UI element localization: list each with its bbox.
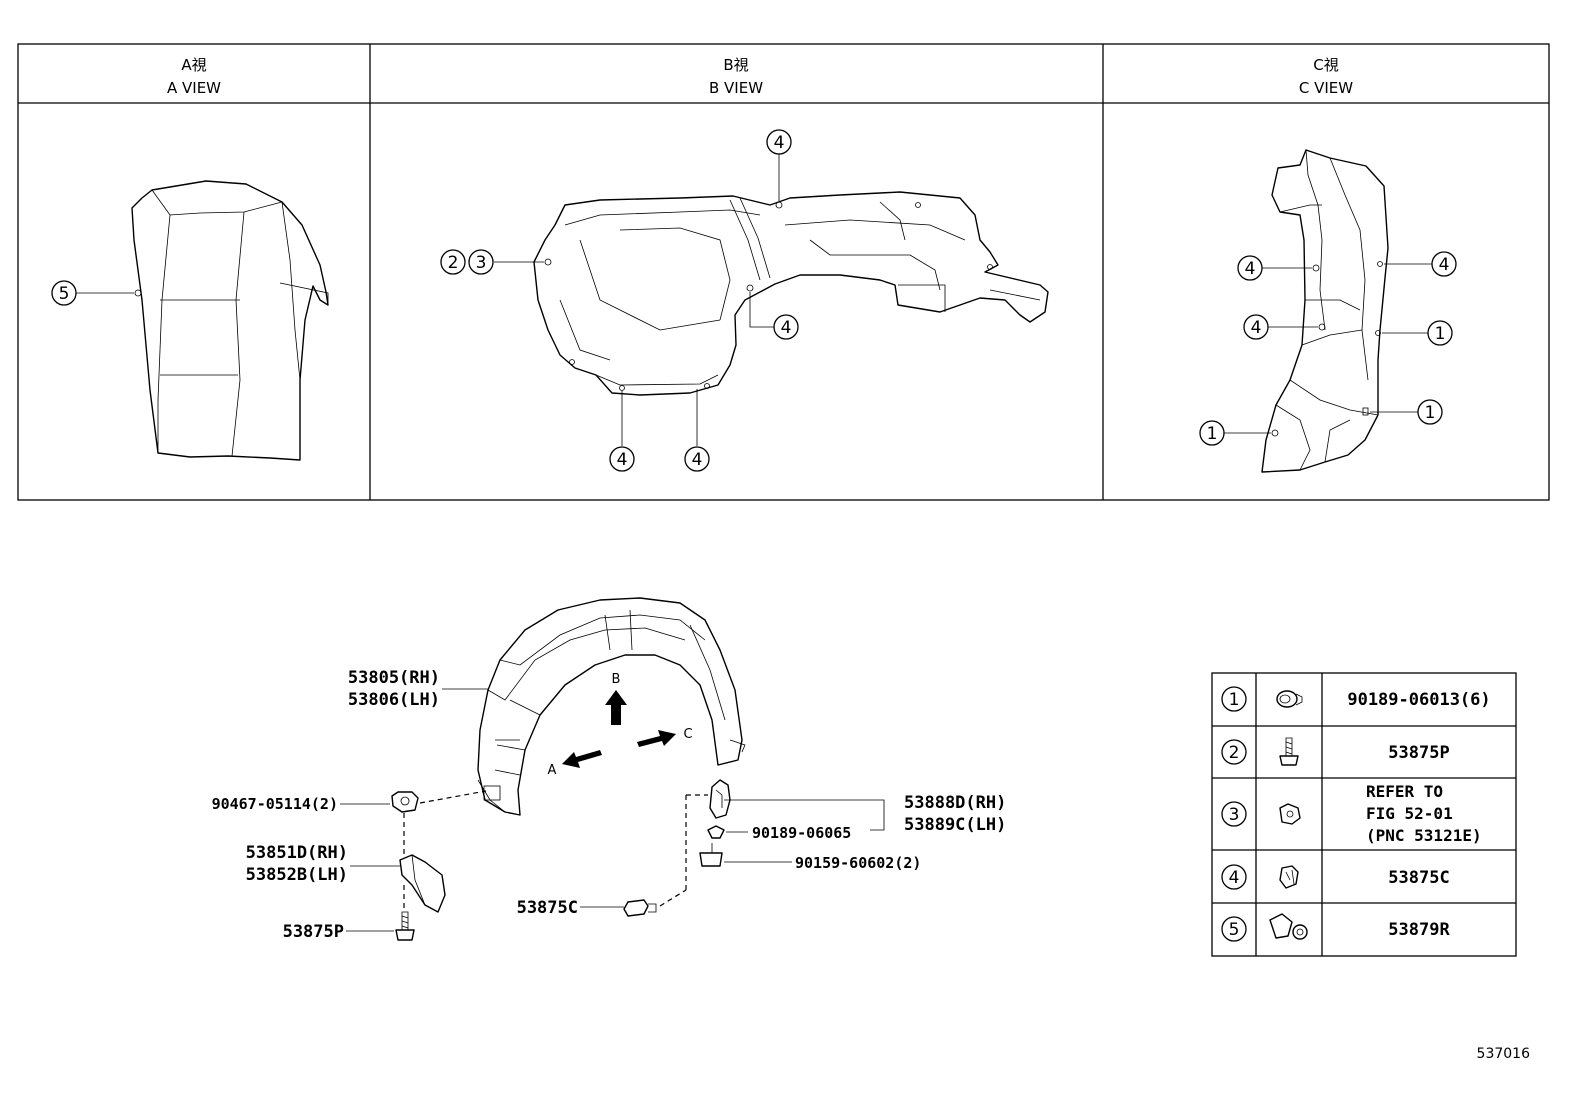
c-view-callout-1-left: 1 <box>1199 420 1271 446</box>
clip-bottom-label: 53875C <box>517 898 578 918</box>
c-view-callout-1-right-lower: 1 <box>1370 399 1443 425</box>
seal-part: 53888D(RH) 53889C(LH) <box>685 779 1006 890</box>
seal-lh-label: 53889C(LH) <box>904 815 1006 835</box>
a-view-liner-drawing <box>131 180 329 461</box>
b-view-liner-drawing <box>533 191 1049 396</box>
c-view-title-jp: C視 <box>1313 56 1338 74</box>
liner-label-group: 53805(RH) 53806(LH) <box>348 668 488 710</box>
clip-small-label: 90189-06065 <box>752 824 851 842</box>
a-view-title-en: A VIEW <box>167 79 221 97</box>
svg-text:2: 2 <box>1229 743 1240 763</box>
b-view-callout-4-bottom-left: 4 <box>609 391 635 472</box>
svg-text:5: 5 <box>59 284 70 304</box>
push-clip-icon <box>1276 690 1303 708</box>
legend-row-4: 4 53875C <box>1221 864 1450 890</box>
svg-text:3: 3 <box>476 253 487 273</box>
svg-text:53879R: 53879R <box>1388 920 1450 940</box>
view-table: A視 A VIEW B視 B VIEW C視 C VIEW <box>17 43 1550 501</box>
a-view-title-jp: A視 <box>181 56 206 74</box>
svg-text:C: C <box>683 727 692 742</box>
b-view-title-jp: B視 <box>723 56 748 74</box>
svg-text:3: 3 <box>1229 805 1240 825</box>
svg-text:4: 4 <box>781 318 792 338</box>
bracket-part: 53851D(RH) 53852B(LH) <box>246 843 446 913</box>
fender-liner-drawing <box>477 597 746 816</box>
svg-text:1: 1 <box>1207 424 1218 444</box>
svg-text:90189-06013(6): 90189-06013(6) <box>1347 690 1490 710</box>
screw-icon <box>1279 737 1299 766</box>
svg-text:1: 1 <box>1229 690 1240 710</box>
nut-part: 90467-05114(2) <box>212 790 487 860</box>
fastener-legend-table: 1 90189-06013(6) 2 53875P 3 <box>1211 672 1517 957</box>
svg-text:4: 4 <box>617 450 628 470</box>
b-view-callout-4-middle: 4 <box>749 292 799 340</box>
c-view-callout-4-left-lower: 4 <box>1243 314 1318 340</box>
svg-text:4: 4 <box>1251 318 1262 338</box>
bolt-label: 90159-60602(2) <box>795 854 921 872</box>
svg-text:B: B <box>612 672 621 687</box>
b-view-title-en: B VIEW <box>709 79 763 97</box>
svg-text:53875P: 53875P <box>1388 743 1449 763</box>
b-view-callout-4-top: 4 <box>766 129 792 201</box>
c-view-title-en: C VIEW <box>1299 79 1353 97</box>
svg-text:4: 4 <box>1245 259 1256 279</box>
svg-text:53875C: 53875C <box>1388 868 1449 888</box>
svg-text:FIG 52-01: FIG 52-01 <box>1366 804 1453 823</box>
svg-text:4: 4 <box>692 450 703 470</box>
liner-lh-label: 53806(LH) <box>348 690 440 710</box>
arrow-c: C <box>637 727 693 747</box>
bolt-part: 90159-60602(2) <box>699 843 921 872</box>
svg-text:4: 4 <box>774 133 785 153</box>
clip-small-part: 90189-06065 <box>707 824 851 842</box>
a-view-callout-5: 5 <box>51 280 134 306</box>
nut-label: 90467-05114(2) <box>212 795 338 813</box>
rivet-clip-icon <box>1279 865 1299 889</box>
screw-left-label: 53875P <box>283 922 344 942</box>
legend-row-1: 1 90189-06013(6) <box>1221 686 1491 712</box>
legend-row-2: 2 53875P <box>1221 737 1450 766</box>
view-table-border <box>17 43 1550 501</box>
svg-text:REFER TO: REFER TO <box>1366 782 1443 801</box>
liner-rh-label: 53805(RH) <box>348 668 440 688</box>
bracket-lh-label: 53852B(LH) <box>246 865 348 885</box>
svg-text:4: 4 <box>1439 255 1450 275</box>
bracket-rh-label: 53851D(RH) <box>246 843 348 863</box>
svg-text:1: 1 <box>1435 324 1446 344</box>
b-view-callout-4-bottom-right: 4 <box>684 389 710 472</box>
legend-row-5: 5 53879R <box>1221 913 1450 942</box>
svg-text:A: A <box>548 763 557 778</box>
seal-rh-label: 53888D(RH) <box>904 793 1006 813</box>
legend-row-3: 3 REFER TO FIG 52-01 (PNC 53121E) <box>1221 782 1482 845</box>
legend-border <box>1211 672 1517 957</box>
svg-text:4: 4 <box>1229 868 1240 888</box>
svg-text:5: 5 <box>1229 920 1240 940</box>
screw-left-part: 53875P <box>283 911 415 942</box>
clip-bottom-part: 53875C <box>517 889 687 918</box>
c-view-callout-4-left-upper: 4 <box>1237 255 1312 281</box>
b-view-callout-2-3: 2 3 <box>440 249 544 275</box>
svg-text:2: 2 <box>448 253 459 273</box>
svg-text:(PNC 53121E): (PNC 53121E) <box>1366 826 1482 845</box>
c-view-liner-drawing <box>1261 149 1389 473</box>
figure-number: 537016 <box>1477 1046 1531 1062</box>
c-view-callout-1-right-upper: 1 <box>1382 320 1453 346</box>
clip-screw-icon <box>1269 913 1308 940</box>
arrow-b: B <box>605 672 627 725</box>
clip-nut-icon <box>1279 803 1301 825</box>
svg-text:1: 1 <box>1425 403 1436 423</box>
c-view-callout-4-right: 4 <box>1384 251 1457 277</box>
arrow-a: A <box>548 750 602 778</box>
